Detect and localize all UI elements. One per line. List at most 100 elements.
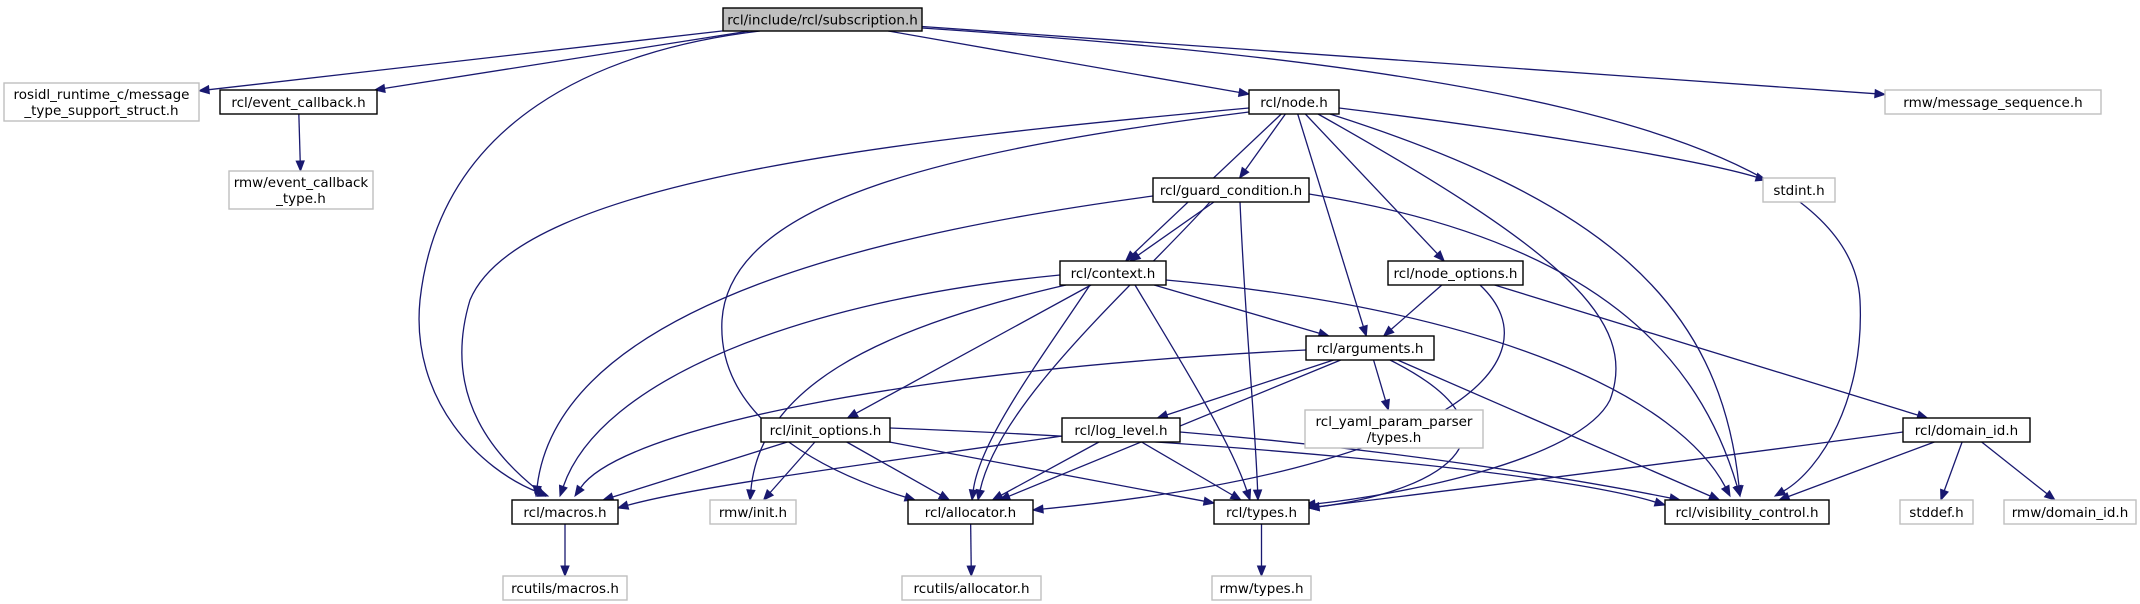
node-box	[907, 499, 1034, 525]
node-box	[1305, 335, 1435, 361]
node-label: rcutils/macros.h	[511, 581, 619, 597]
edge-line	[1134, 284, 1248, 491]
node-rmw-message-sequence-h: rmw/message_sequence.h	[1884, 89, 2102, 115]
arrowhead	[937, 490, 951, 501]
edge-event_cb-to-rmw_event_cb	[295, 113, 305, 173]
arrowhead	[532, 485, 542, 498]
arrowhead	[746, 489, 756, 502]
edge-init_options-to-visibility	[889, 427, 1667, 507]
edge-line	[1239, 201, 1259, 491]
edge-line	[889, 427, 1656, 503]
edge-line	[1788, 441, 1935, 498]
node-rcutils-macros-h: rcutils/macros.h	[502, 575, 628, 601]
node-label: rmw/event_callback	[234, 175, 369, 191]
node-rcl-visibility-control-h[interactable]: rcl/visibility_control.h	[1664, 499, 1830, 525]
edge-line	[1244, 113, 1286, 171]
node-box	[1152, 177, 1310, 203]
arrowhead	[1720, 484, 1731, 498]
arrowhead	[1773, 486, 1787, 497]
node-box	[3, 82, 200, 122]
edge-line	[418, 30, 761, 494]
edge-line	[1338, 107, 1757, 178]
node-rosidl-runtime-c-message-type-support-struct-h: rosidl_runtime_c/message_type_support_st…	[3, 82, 200, 122]
arrowhead	[991, 490, 1004, 501]
edge-guard-to-allocator	[975, 201, 1211, 502]
node-rcl-guard-condition-h[interactable]: rcl/guard_condition.h	[1152, 177, 1310, 203]
node-rcl-types-h[interactable]: rcl/types.h	[1213, 499, 1310, 525]
node-box	[1211, 575, 1312, 601]
edge-guard-to-types	[1239, 201, 1263, 502]
node-rcl-arguments-h[interactable]: rcl/arguments.h	[1305, 335, 1435, 361]
node-box	[760, 417, 891, 443]
edge-line	[1943, 441, 1963, 491]
node-box	[1899, 499, 1974, 525]
edge-line	[384, 30, 750, 90]
edge-context-to-types	[1134, 284, 1252, 502]
node-rcl-allocator-h[interactable]: rcl/allocator.h	[907, 499, 1034, 525]
edge-line	[208, 30, 724, 91]
edge-node-to-node_options	[1304, 113, 1446, 262]
node-label: rcl/event_callback.h	[231, 95, 365, 111]
node-label: rcl/node_options.h	[1394, 266, 1518, 282]
edge-macros-to-rcutils_macros	[560, 524, 570, 578]
edge-init_options-to-macros	[601, 441, 788, 502]
node-rmw-init-h: rmw/init.h	[709, 499, 797, 525]
arrowhead	[1238, 166, 1250, 180]
node-label: rcl/macros.h	[523, 505, 606, 521]
arrowhead	[762, 489, 775, 502]
edge-line	[1981, 441, 2048, 495]
edge-domain_id-to-stddef	[1940, 441, 1963, 502]
node-box	[228, 170, 374, 210]
edge-line	[1397, 359, 1711, 497]
edge-node_options-to-allocator	[1031, 284, 1505, 514]
node-rcl-domain-id-h[interactable]: rcl/domain_id.h	[1902, 417, 2031, 443]
edge-line	[1179, 431, 1671, 499]
edge-log_level-to-types	[1141, 441, 1243, 501]
arrowhead	[1237, 87, 1251, 97]
edge-line	[970, 523, 972, 567]
node-label: rmw/message_sequence.h	[1903, 95, 2082, 111]
edge-context-to-init_options	[846, 284, 1092, 419]
node-rcl-event-callback-h[interactable]: rcl/event_callback.h	[219, 89, 378, 115]
node-label: rcl/domain_id.h	[1915, 423, 2018, 439]
node-rcl-node-options-h[interactable]: rcl/node_options.h	[1387, 260, 1524, 286]
edge-context-to-rmw_init	[746, 284, 1067, 502]
edge-line	[627, 435, 1063, 506]
edge-log_level-to-allocator	[991, 441, 1100, 501]
edge-line	[979, 201, 1211, 491]
edge-root-to-rmw_msgseq	[921, 25, 1887, 99]
arrowhead	[966, 565, 976, 578]
node-box	[722, 7, 923, 32]
node-rmw-types-h: rmw/types.h	[1211, 575, 1312, 601]
arrowhead	[560, 565, 570, 578]
edge-node-to-guard	[1238, 113, 1286, 180]
node-rcl-include-rcl-subscription-h[interactable]: rcl/include/rcl/subscription.h	[722, 7, 923, 32]
node-label: stddef.h	[1909, 505, 1963, 521]
node-rcl-context-h[interactable]: rcl/context.h	[1059, 260, 1167, 286]
edge-root-to-macros	[418, 30, 761, 497]
node-label: /types.h	[1367, 430, 1422, 446]
node-box	[1248, 89, 1340, 115]
edge-init_options-to-rmw_init	[762, 441, 816, 502]
nodes-layer: rcl/include/rcl/subscription.h rosidl_run…	[3, 7, 2137, 601]
node-rcl-node-h[interactable]: rcl/node.h	[1248, 89, 1340, 115]
edge-node-to-stdint	[1338, 107, 1768, 182]
edge-line	[1165, 279, 1726, 488]
edge-guard-to-visibility	[1308, 193, 1742, 498]
node-rmw-event-callback-type-h: rmw/event_callback_type.h	[228, 170, 374, 210]
edge-line	[1372, 359, 1387, 401]
node-rcl-macros-h[interactable]: rcl/macros.h	[511, 499, 619, 525]
edge-allocator-to-rcutils_alloc	[966, 523, 976, 578]
node-label: rcl/arguments.h	[1317, 341, 1424, 357]
edge-line	[562, 274, 1061, 487]
node-rcl-init-options-h[interactable]: rcl/init_options.h	[760, 417, 891, 443]
edge-line	[536, 195, 1154, 487]
edge-line	[721, 111, 1250, 498]
edge-line	[1042, 284, 1505, 510]
node-label: rmw/types.h	[1219, 581, 1303, 597]
edges-layer	[197, 25, 2056, 578]
arrowhead	[1433, 250, 1446, 262]
node-rcl-log-level-h[interactable]: rcl/log_level.h	[1061, 417, 1181, 443]
node-label: rcl/types.h	[1226, 505, 1297, 521]
node-rmw-domain-id-h: rmw/domain_id.h	[2003, 499, 2137, 525]
